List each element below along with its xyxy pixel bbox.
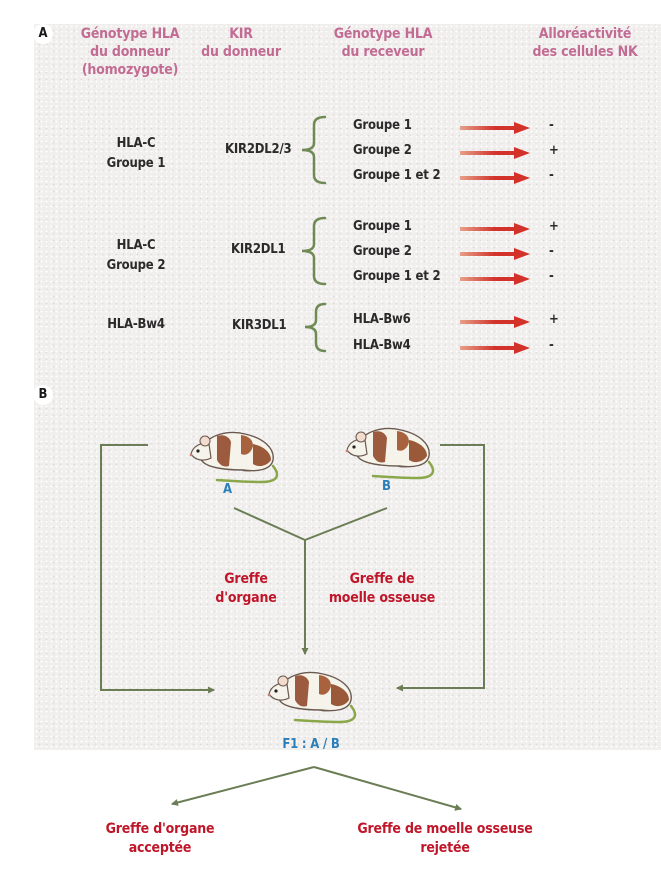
alloreactivity-sign: + <box>549 312 559 327</box>
alloreactivity-sign: + <box>549 219 559 234</box>
flow-line-right <box>395 444 485 692</box>
figure-background <box>34 24 661 750</box>
alloreactivity-sign: - <box>549 244 554 259</box>
kir-row-1: KIR2DL2/3 <box>225 142 292 157</box>
kir-row-2: KIR2DL1 <box>231 242 286 257</box>
red-arrow <box>460 342 530 354</box>
brace-row-1 <box>301 115 327 185</box>
brace-row-2 <box>301 216 327 286</box>
flow-line-left <box>100 444 216 694</box>
recipient-genotype: Groupe 2 <box>353 143 412 158</box>
red-arrow <box>460 248 530 260</box>
brace-row-3 <box>304 302 327 353</box>
panel-a-label: A <box>33 24 53 44</box>
red-arrow <box>460 172 530 184</box>
red-arrow <box>460 223 530 235</box>
recipient-genotype: HLA-Bw4 <box>353 338 411 353</box>
recipient-genotype: Groupe 1 <box>353 219 412 234</box>
red-arrow <box>460 122 530 134</box>
donor-hla-row-3: HLA-Bw4 <box>107 317 165 332</box>
cross-branch-a <box>233 507 306 541</box>
red-arrow <box>460 147 530 159</box>
recipient-genotype: HLA-Bw6 <box>353 312 411 327</box>
recipient-genotype: Groupe 2 <box>353 244 412 259</box>
recipient-genotype: Groupe 1 et 2 <box>353 269 441 284</box>
f1-label: F1 : A / B <box>282 737 340 752</box>
mouse-f1-icon <box>266 671 357 724</box>
alloreactivity-sign: - <box>549 118 554 133</box>
outcome-branch-left <box>170 766 315 806</box>
mouse-a-icon <box>188 431 279 484</box>
mouse-a-label: A <box>223 482 232 497</box>
mouse-b-icon <box>344 427 435 480</box>
alloreactivity-sign: + <box>549 143 559 158</box>
panel-b-label: B <box>33 385 53 405</box>
recipient-genotype: Groupe 1 <box>353 118 412 133</box>
red-arrow <box>460 316 530 328</box>
red-arrow <box>460 273 530 285</box>
outcome-branch-right <box>313 766 463 811</box>
recipient-genotype: Groupe 1 et 2 <box>353 168 441 183</box>
alloreactivity-sign: - <box>549 269 554 284</box>
alloreactivity-sign: - <box>549 168 554 183</box>
alloreactivity-sign: - <box>549 338 554 353</box>
kir-row-3: KIR3DL1 <box>232 318 287 333</box>
mouse-b-label: B <box>382 479 391 494</box>
cross-branch-b <box>304 507 388 541</box>
